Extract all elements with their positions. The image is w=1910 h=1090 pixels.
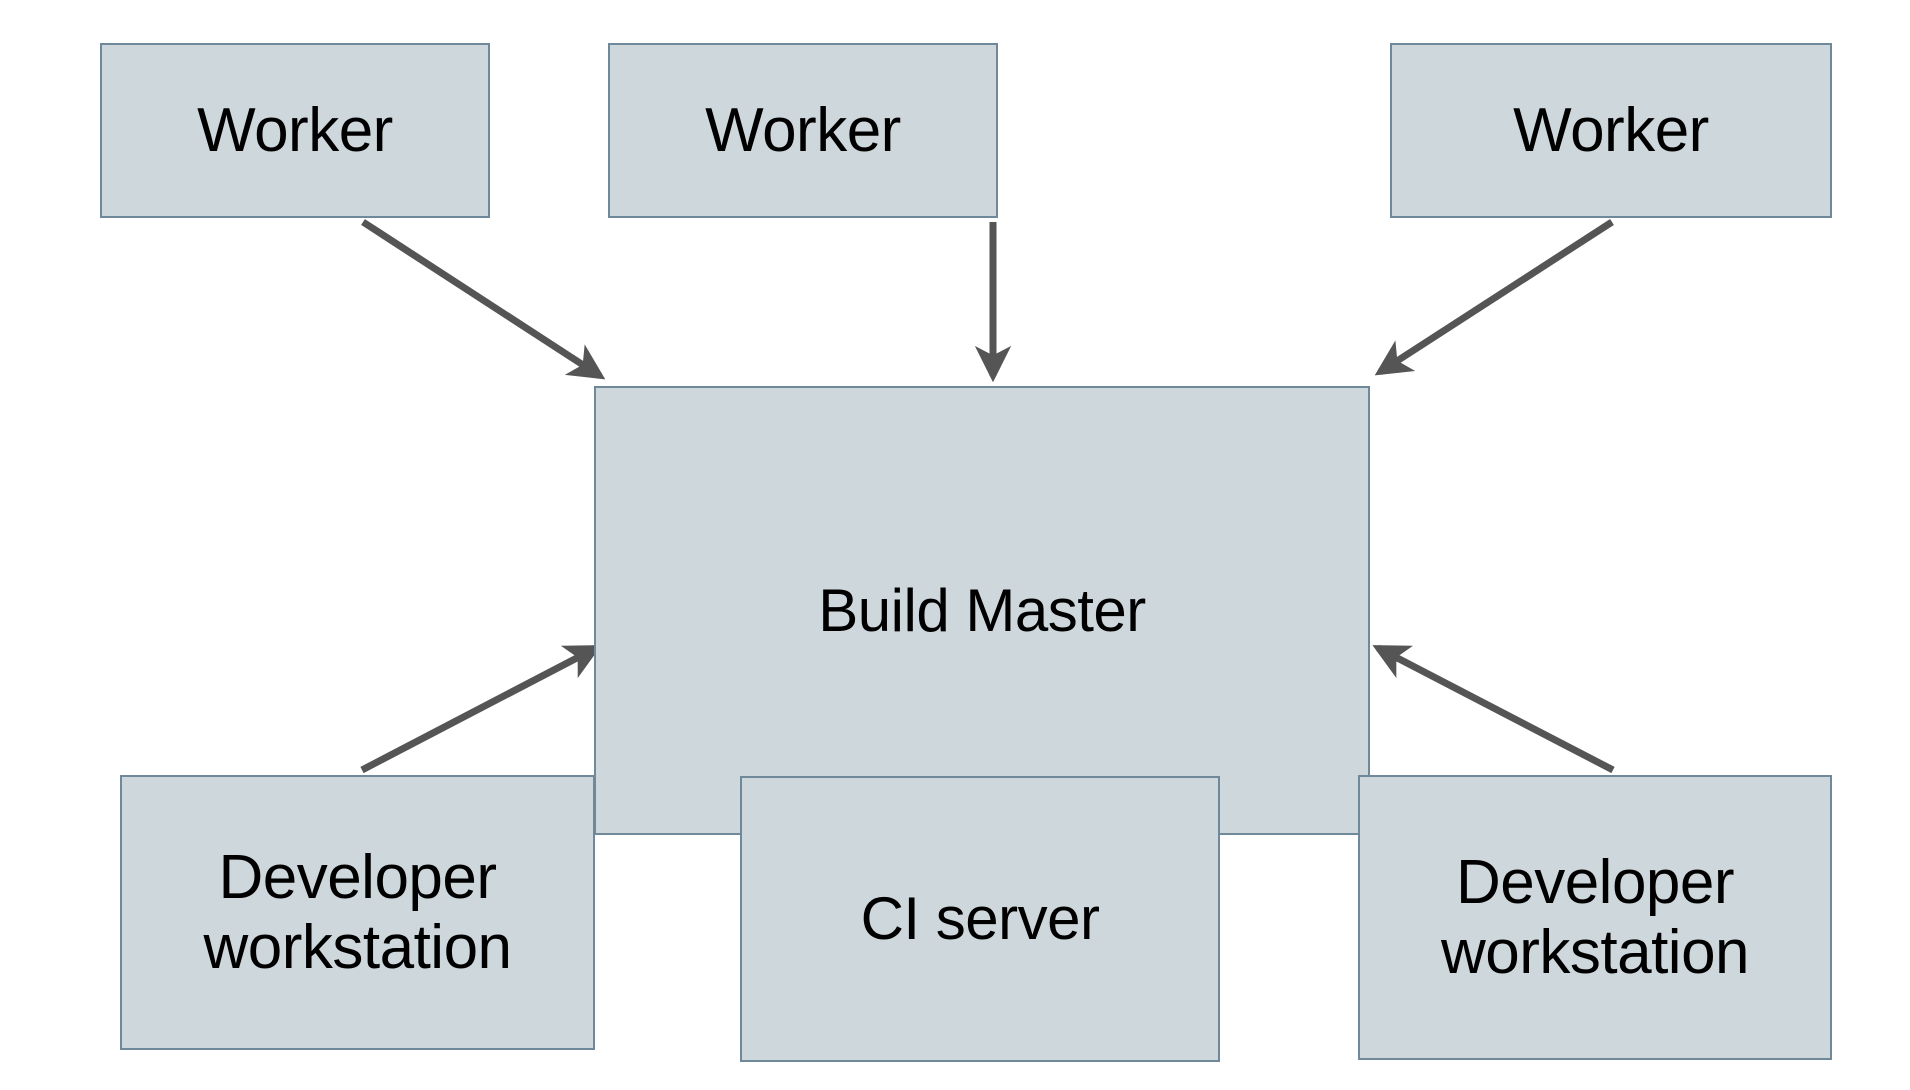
node-worker-3[interactable]: Worker [1390,43,1832,218]
node-label-developer-workstation-left: Developer workstation [203,843,512,982]
node-build-master[interactable]: Build Master [594,386,1370,835]
arrow-worker-1-to-build-master [361,219,606,380]
arrow-developer-workstation-left-to-build-master [360,644,602,774]
node-label-worker-1: Worker [197,95,393,165]
node-label-worker-3: Worker [1513,95,1709,165]
node-label-build-master: Build Master [818,576,1146,644]
node-label-ci-server: CI server [860,885,1100,953]
arrow-worker-3-to-build-master [1374,219,1614,376]
arrow-developer-workstation-right-to-build-master [1372,644,1615,774]
node-label-developer-workstation-right: Developer workstation [1440,848,1750,987]
node-label-worker-2: Worker [705,95,901,165]
node-developer-workstation-right[interactable]: Developer workstation [1358,775,1832,1060]
node-ci-server[interactable]: CI server [740,776,1220,1062]
node-worker-1[interactable]: Worker [100,43,490,218]
node-worker-2[interactable]: Worker [608,43,998,218]
node-developer-workstation-left[interactable]: Developer workstation [120,775,595,1050]
